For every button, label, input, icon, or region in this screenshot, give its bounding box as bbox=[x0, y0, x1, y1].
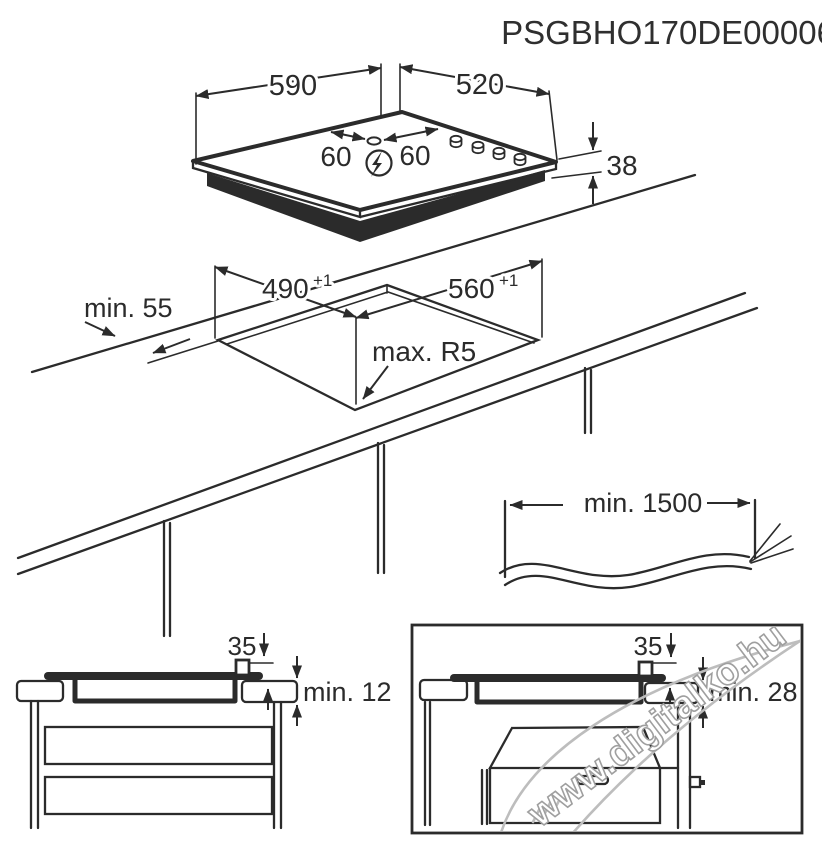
hole-offset-left-label: 60 bbox=[320, 141, 351, 172]
clamp-offset-label-right: 35 bbox=[634, 631, 663, 661]
hob-glass-edge bbox=[191, 159, 558, 219]
clearance-dimension-right: min. 28 bbox=[665, 657, 801, 728]
hob-base-band bbox=[207, 170, 545, 242]
clearance-dimension-left: min. 12 bbox=[263, 656, 395, 726]
cutout-width-dimension: 560 +1 bbox=[355, 258, 543, 338]
page-title: PSGBHO170DE00006 bbox=[501, 14, 822, 51]
cutout-width-label: 560 bbox=[448, 273, 495, 304]
edge-clearance-dimension: min. 55 bbox=[81, 290, 219, 364]
hob-body-section bbox=[72, 677, 238, 704]
cutout-depth-label: 490 bbox=[262, 273, 309, 304]
clamp-dimension-right: 35 bbox=[631, 628, 677, 664]
edge-clearance-label: min. 55 bbox=[84, 293, 173, 323]
cable-hole bbox=[366, 136, 382, 146]
corner-radius-label: max. R5 bbox=[372, 336, 476, 367]
corner-radius-annotation: max. R5 bbox=[362, 333, 479, 400]
cable-hole-dimension: 60 60 bbox=[317, 126, 439, 175]
adjust-screw-nub bbox=[700, 780, 705, 785]
oven-handle bbox=[575, 774, 610, 786]
drawer-front-bottom bbox=[43, 775, 274, 816]
cutout-depth-dimension: 490 +1 bbox=[214, 265, 357, 405]
control-knobs bbox=[449, 134, 527, 167]
power-connection-icon bbox=[365, 149, 393, 177]
hob-thickness-label: 38 bbox=[606, 150, 637, 181]
cutout-width-tolerance: +1 bbox=[499, 271, 518, 290]
clamp-offset-label-left: 35 bbox=[228, 631, 257, 661]
knob-icon bbox=[492, 146, 506, 161]
hob-glass-top bbox=[191, 110, 558, 212]
fixing-clamp2 bbox=[637, 660, 654, 678]
lightning-bolt-icon bbox=[371, 151, 382, 177]
cable-icon bbox=[498, 523, 794, 590]
worktop-back-edge-line bbox=[30, 173, 697, 374]
hob-glass-section2 bbox=[450, 674, 666, 682]
hob-isometric-view: 590 520 60 60 bbox=[30, 63, 697, 374]
mains-cable-view: min. 1500 bbox=[498, 485, 794, 590]
worktop-front-edge bbox=[16, 291, 759, 576]
cable-length-label: min. 1500 bbox=[584, 488, 703, 518]
hob-width-dimension: 590 bbox=[195, 63, 382, 165]
section-above-drawer: 35 min. 12 bbox=[15, 628, 395, 830]
clearance-label-right: min. 28 bbox=[709, 677, 798, 707]
clearance-label-left: min. 12 bbox=[303, 677, 392, 707]
hob-body-section2 bbox=[474, 678, 644, 705]
worktop-cutout-view: 490 +1 560 +1 min. 55 max. R5 bbox=[16, 258, 759, 638]
knob-icon bbox=[471, 140, 485, 155]
hob-width-label: 590 bbox=[269, 70, 317, 102]
hob-glass-section bbox=[44, 672, 263, 680]
hob-depth-label: 520 bbox=[456, 69, 504, 101]
worktop-section-left2 bbox=[418, 678, 469, 702]
clamp-dimension-left: 35 bbox=[225, 628, 274, 664]
worktop-section-left bbox=[15, 679, 65, 703]
hole-offset-right-label: 60 bbox=[399, 140, 430, 171]
cabinet-legs bbox=[162, 366, 593, 638]
knob-icon bbox=[513, 152, 527, 167]
built-in-oven bbox=[480, 725, 705, 826]
knob-icon bbox=[449, 134, 463, 149]
hob-depth-dimension: 520 bbox=[399, 63, 558, 161]
hob-thickness-dimension: 38 bbox=[551, 122, 641, 204]
worktop-section-right bbox=[240, 679, 299, 704]
section-above-oven: 35 min. 28 bbox=[410, 623, 804, 835]
drawer-front-top bbox=[43, 725, 274, 766]
cutout-depth-tolerance: +1 bbox=[313, 271, 332, 290]
drawer-cabinet bbox=[29, 699, 283, 830]
fixing-clamp bbox=[234, 658, 251, 677]
